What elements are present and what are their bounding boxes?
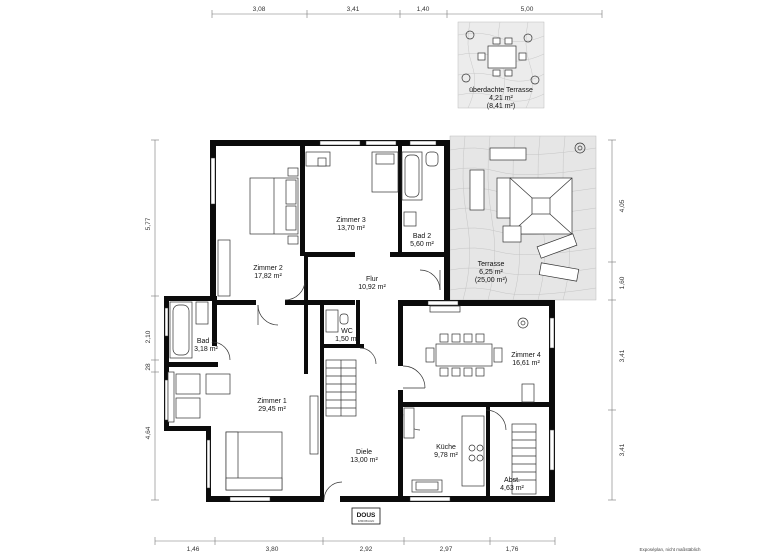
dim-left-3: 28 [145, 363, 152, 371]
footnote: Exposéplan, nicht maßstäblich [639, 547, 701, 552]
dim-left-4: 4,64 [145, 426, 152, 439]
room-area-diele: 13,00 m² [350, 457, 378, 464]
room-area-wc: 1,50 m² [335, 336, 359, 343]
company-logo: DOUS IMMOBILIEN [351, 507, 381, 525]
room-name-covered-terrace: überdachte Terrasse [469, 87, 533, 94]
room-name-terrace: Terrasse [478, 261, 505, 268]
room-area-terrace: 6,25 m² [479, 269, 503, 276]
dim-top-4: 5,00 [521, 6, 534, 13]
room-area-abst: 4,63 m² [500, 485, 524, 492]
room-area-bad-1: 3,18 m² [194, 346, 218, 353]
room-name-zimmer-3: Zimmer 3 [336, 217, 366, 224]
dim-bottom-2: 3,80 [266, 546, 279, 553]
dim-left-2: 2,10 [145, 330, 152, 343]
windows [164, 140, 555, 502]
room-area-alt-covered-terrace: (8,41 m²) [487, 103, 515, 110]
logo-text: DOUS [357, 512, 376, 519]
furniture [167, 151, 537, 495]
room-area-bad-2: 5,60 m² [410, 241, 434, 248]
dim-right-4: 3,41 [619, 443, 626, 456]
room-area-alt-terrace: (25,00 m²) [475, 277, 507, 284]
room-name-bad-2: Bad 2 [413, 233, 431, 240]
room-area-zimmer-3: 13,70 m² [337, 225, 365, 232]
room-name-abst: Abst. [504, 477, 520, 484]
covered-terrace [457, 21, 545, 109]
room-area-zimmer-2: 17,82 m² [254, 273, 282, 280]
room-area-zimmer-4: 16,61 m² [512, 360, 540, 367]
room-area-kueche: 9,78 m² [434, 452, 458, 459]
dim-right-1: 4,05 [619, 199, 626, 212]
dim-right-2: 1,60 [619, 276, 626, 289]
room-name-flur: Flur [366, 276, 379, 283]
room-area-covered-terrace: 4,21 m² [489, 95, 513, 102]
dim-bottom-4: 2,97 [440, 546, 453, 553]
room-name-zimmer-1: Zimmer 1 [257, 398, 287, 405]
room-name-zimmer-2: Zimmer 2 [253, 265, 283, 272]
room-name-diele: Diele [356, 449, 372, 456]
dimension-lines [151, 10, 616, 545]
dim-bottom-1: 1,46 [187, 546, 200, 553]
dim-top-2: 3,41 [347, 6, 360, 13]
room-area-zimmer-1: 29,45 m² [258, 406, 286, 413]
room-name-bad-1: Bad 1 [197, 338, 215, 345]
dim-right-3: 3,41 [619, 349, 626, 362]
room-name-kueche: Küche [436, 444, 456, 451]
dim-bottom-3: 2,92 [360, 546, 373, 553]
room-area-flur: 10,92 m² [358, 284, 386, 291]
terrace [449, 135, 597, 304]
room-name-zimmer-4: Zimmer 4 [511, 352, 541, 359]
dim-left-1: 5,77 [145, 217, 152, 230]
dim-top-3: 1,40 [417, 6, 430, 13]
dim-top-1: 3,08 [253, 6, 266, 13]
room-name-wc: WC [341, 328, 353, 335]
logo-subtext: IMMOBILIEN [358, 519, 374, 523]
dim-bottom-5: 1,76 [506, 546, 519, 553]
